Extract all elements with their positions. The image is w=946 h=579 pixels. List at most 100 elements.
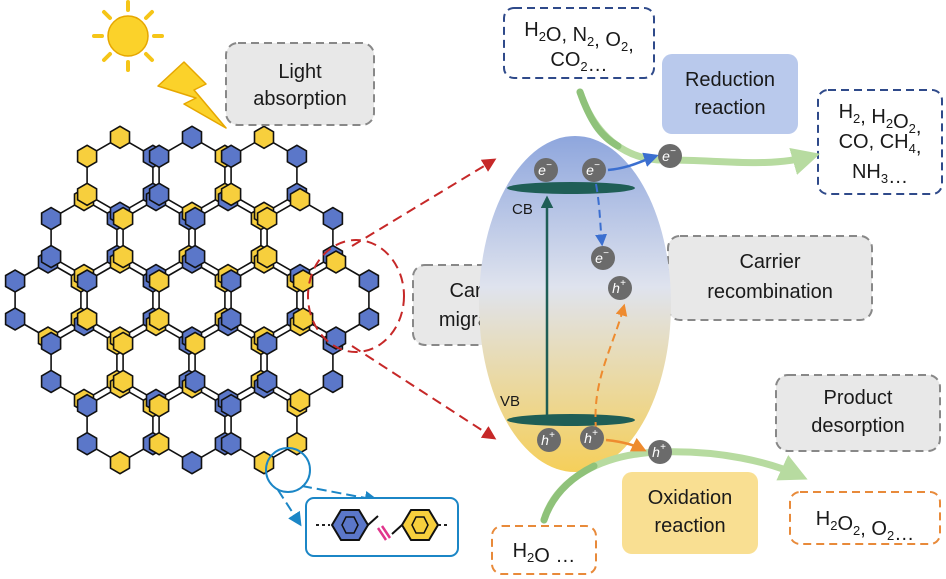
blue-hexagon-unit [220,307,242,331]
hole-transferred: h+ [648,440,672,464]
yellow-hexagon-unit [76,144,98,169]
product-desorption-label-2: desorption [811,415,904,437]
product-desorption-box: Product desorption [775,374,941,452]
blue-hexagon-unit [256,331,278,356]
blue-hexagon-unit [220,393,242,418]
blue-hexagon-unit [76,393,98,418]
migration-highlight [307,239,405,353]
oxidation-label-1: Oxidation [648,487,733,509]
zoom-circle [265,447,311,493]
blue-hexagon-unit [220,269,242,293]
blue-hexagon-unit [40,206,62,231]
reduction-reaction-box: Reduction reaction [662,54,798,134]
blue-hexagon-unit [322,206,344,231]
blue-hexagon-unit [325,326,347,350]
electron-recombining: e− [591,246,615,270]
blue-hexagon-unit [184,244,206,269]
reduction-label-2: reaction [694,97,765,119]
blue-hexagon-unit [220,144,242,169]
blue-hexagon-unit [184,369,206,394]
yellow-hexagon-unit [148,307,170,331]
yellow-hexagon-unit [148,269,170,293]
blue-hexagon-unit [181,125,203,150]
yellow-hexagon-unit [112,206,134,231]
yellow-hexagon-unit [286,431,308,456]
blue-hexagon-unit [256,369,278,394]
linkage-inset [305,497,459,557]
blue-hexagon-unit [148,144,170,169]
cb-label: CB [512,201,533,218]
cb-band [507,182,635,194]
carrier-recombination-label-1: Carrier [739,251,800,273]
charge-carriers: e−e−e−e−h+h+h+h+ [534,144,682,464]
reduction-reactants-box: H2O, N2, O2, CO2… [503,7,655,79]
yellow-hexagon-unit [112,331,134,356]
light-absorption-box: Light absorption [225,42,375,126]
blue-hexagon-unit [184,206,206,231]
product-desorption-label-1: Product [824,387,893,409]
blue-hexagon-unit [148,182,170,207]
yellow-hexagon-unit [112,369,134,394]
reduction-reactants-line-1: H2O, N2, O2, [524,19,634,56]
blue-hexagon-unit [76,269,98,293]
vb-label: VB [500,393,520,410]
yellow-hexagon-unit [256,206,278,231]
blue-hexagon-unit [76,431,98,456]
light-absorption-label-1: Light [278,61,322,83]
electron-cb-2: e− [582,158,606,182]
oxidation-reaction-box: Oxidation reaction [622,472,758,554]
oxidation-reactant-box: H2O … [491,525,597,575]
oxidation-label-2: reaction [654,515,725,537]
oxidation-products-line: H2O2, O2… [816,508,914,545]
vb-band [507,414,635,426]
blue-hexagon-unit [40,331,62,356]
yellow-hexagon-unit [289,187,311,212]
blue-hexagon-unit [358,307,380,331]
yellow-hexagon-unit [289,388,311,413]
electron-cb-1: e− [534,158,558,182]
yellow-hexagon-unit [292,307,314,331]
yellow-hexagon-unit [220,182,242,207]
light-absorption-label-2: absorption [253,88,346,110]
blue-hexagon-unit [40,369,62,394]
band-ellipse [479,136,671,472]
yellow-hexagon-unit [76,307,98,331]
blue-hexagon-unit [40,244,62,269]
yellow-hexagon-unit [256,244,278,269]
reduction-products-box: H2, H2O2, CO, CH4, NH3… [817,89,943,195]
blue-hexagon-unit [181,450,203,475]
blue-hexagon-unit [358,269,380,293]
yellow-hexagon-unit [184,331,206,356]
oxidation-reactant-line: H2O … [513,540,576,567]
reduction-reactants-line-2: CO2… [550,49,607,76]
reduction-label-1: Reduction [685,69,775,91]
blue-hexagon-unit [220,431,242,456]
yellow-hexagon-unit [325,250,347,274]
electron-transferred: e− [658,144,682,168]
yellow-hexagon-unit [253,450,275,475]
yellow-hexagon-unit [109,450,131,475]
blue-hexagon-unit [4,269,26,293]
blue-hexagon-unit [4,307,26,331]
reduction-products-line-3: NH3… [852,161,908,188]
reduction-products-line-2: CO, CH4, [839,131,922,158]
blue-hexagon-unit [286,144,308,169]
hole-vb-1: h+ [537,428,561,452]
oxidation-products-box: H2O2, O2… [789,491,941,545]
yellow-hexagon-unit [112,244,134,269]
sun-icon [92,0,164,72]
carrier-recombination-box: Carrier recombination [667,235,873,321]
yellow-hexagon-unit [148,393,170,418]
yellow-hexagon-unit [292,269,314,293]
cof-lattice [4,125,380,475]
yellow-hexagon-unit [76,182,98,207]
yellow-hexagon-unit [148,431,170,456]
blue-hexagon-unit [322,369,344,394]
carrier-recombination-label-2: recombination [707,281,833,303]
yellow-hexagon-unit [253,125,275,150]
lightning-icon [157,61,227,129]
reduction-products-line-1: H2, H2O2, [839,101,922,138]
hole-vb-2: h+ [580,426,604,450]
yellow-hexagon-unit [109,125,131,150]
